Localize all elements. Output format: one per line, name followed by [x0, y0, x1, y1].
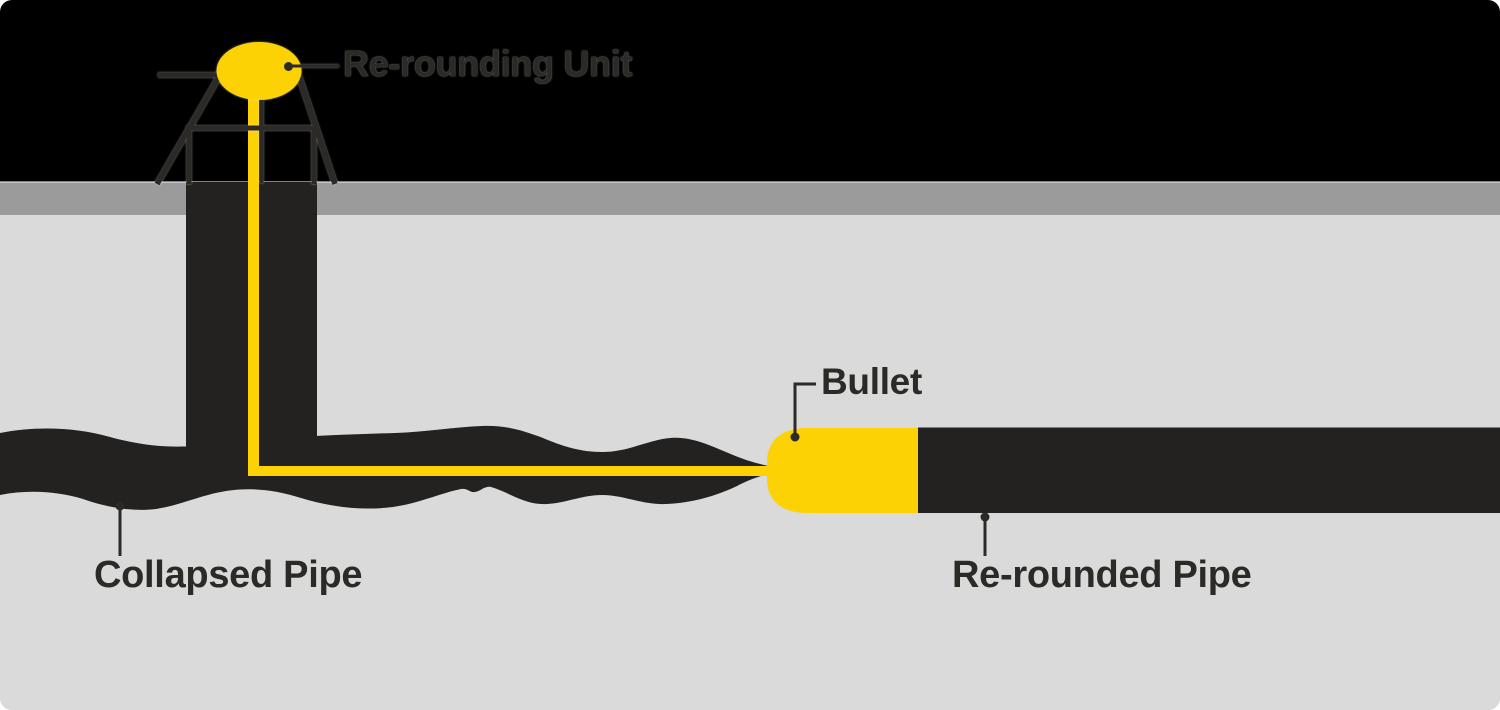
winch-cable-vertical	[248, 96, 259, 476]
winch-tripod	[154, 42, 339, 186]
surface-highlight-seam	[0, 181, 1500, 183]
collapsed-pipe-label: Collapsed Pipe	[94, 554, 363, 596]
sky-background	[0, 0, 1500, 182]
bullet-shape	[767, 428, 918, 513]
rerounding-unit-pulley	[216, 42, 302, 100]
rerounding-unit-leader-dot	[284, 62, 293, 71]
rerounded-pipe-shape	[918, 427, 1500, 513]
rerounded-pipe-label: Re-rounded Pipe	[952, 554, 1252, 596]
rerounding-unit-label: Re-rounding Unit	[343, 43, 633, 84]
winch-cable-horizontal	[248, 466, 795, 476]
bullet-label: Bullet	[821, 361, 922, 402]
bullet-leader-line	[793, 382, 816, 437]
